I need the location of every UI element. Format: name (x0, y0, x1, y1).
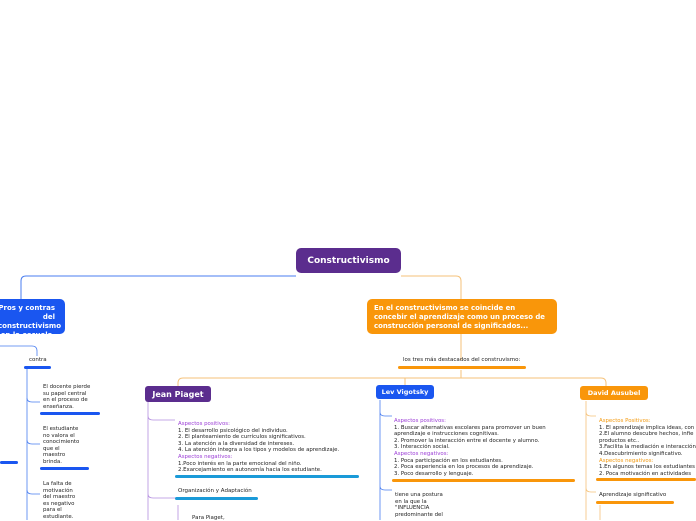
aprendizaje-line-2: concebir el aprendizaje como un proceso … (374, 312, 545, 321)
piaget-positive-item: 1. El desarrollo psicológico del individ… (178, 427, 288, 434)
vigotsky-negative-heading: Aspectos negativos: (394, 450, 449, 457)
vigotsky-negative-item: 3. Poco desarrollo y lenguaje. (394, 470, 474, 477)
vigotsky-negative-item: 1. Poca participación en los estudiantes… (394, 457, 503, 464)
contra-item-2-line: El estudiante (43, 426, 79, 432)
ausubel-positive-item: productos etc.. (599, 437, 640, 444)
contra-item-3-line: estudiante. (43, 513, 74, 520)
contra-item-2[interactable]: El estudiante no valora el conocimiento … (43, 426, 79, 466)
vigotsky-postura-line: en la que la (395, 498, 427, 505)
vigotsky-positive-item: 2. Promover la interacción entre el doce… (394, 437, 540, 444)
ausubel-positive-heading: Aspectos Positivos: (599, 418, 651, 424)
piaget-positive-item: 2. El planteamiento de currículos signif… (178, 434, 306, 441)
ausubel-negative-item: 2. Poca motivación en actividades (599, 470, 692, 477)
david-ausubel-label: David Ausubel (587, 389, 641, 397)
pros-contras-node[interactable]: Pros y contras del constructivismo en la… (0, 299, 65, 339)
piaget-negative-heading: Aspectos negativos: (178, 453, 233, 460)
vigotsky-positive-item: 1. Buscar alternativas escolares para pr… (394, 424, 546, 431)
ausubel-negative-heading: Aspectos negativos: (599, 457, 654, 464)
piaget-positive-item: 3. La atención a la diversidad de intere… (178, 440, 295, 447)
jean-piaget-label: Jean Piaget (152, 389, 204, 399)
connector-vigotsky-children (379, 400, 392, 520)
ausubel-positive-item: 3.Facilita la mediación e interacción (599, 444, 696, 451)
vigotsky-postura-line: predominante del (395, 511, 443, 518)
lev-vigotsky-label: Lev Vigotsky (381, 388, 429, 396)
connector-contra-item1 (26, 397, 40, 403)
connector-left-contra (0, 345, 38, 356)
destacados-label[interactable]: los tres más destacados del construvismo… (403, 357, 521, 363)
destacados-underline (398, 366, 526, 369)
ausubel-positive-item: 4.Descubrimiento significativo. (599, 450, 683, 457)
vigotsky-postura-line: "INFLUENCIA (395, 505, 430, 512)
ausubel-aprendizaje-underline (596, 501, 674, 504)
david-ausubel-node[interactable]: David Ausubel (580, 386, 648, 400)
jean-piaget-node[interactable]: Jean Piaget (145, 386, 211, 402)
contra-item-3-line: para el (43, 507, 62, 514)
aprendizaje-line-3: construcción personal de significados... (374, 321, 529, 330)
piaget-note[interactable]: Para Piaget, (192, 515, 225, 521)
contra-item-1[interactable]: El docente pierde su papel central en el… (43, 384, 90, 410)
pros-contras-line-3: en la escuela. (0, 331, 55, 340)
vigotsky-positive-item: 3. Interacción social. (394, 444, 450, 451)
pros-contras-line-2: constructivismo (0, 322, 62, 331)
contra-item-3[interactable]: La falta de motivación del maestro es ne… (43, 481, 75, 521)
contra-item-3-line: es negativo (43, 500, 75, 507)
contra-item-2-line: conocimiento (43, 439, 80, 446)
connector-contra-item3 (26, 489, 40, 495)
piaget-negative-item: 1.Poco interés en la parte emocional del… (178, 460, 302, 467)
piaget-organizacion-underline (175, 497, 258, 500)
contra-item-1-line: su papel central (43, 390, 87, 397)
ausubel-positive-item: 2.El alumno descubre hechos, infie (599, 431, 694, 438)
vigotsky-aspects-underline (392, 479, 575, 482)
piaget-aspects-underline (175, 475, 359, 478)
piaget-aspects[interactable]: Aspectos positivos: 1. El desarrollo psi… (178, 421, 339, 474)
central-topic-label: Constructivismo (307, 255, 390, 266)
piaget-organizacion-label[interactable]: Organización y Adaptación (178, 488, 252, 494)
ausubel-aprendizaje-label[interactable]: Aprendizaje significativo (599, 492, 667, 498)
vigotsky-postura-line: tiene una postura (395, 492, 443, 498)
connector-contra-item2 (26, 439, 40, 445)
aprendizaje-line-1: En el constructivismo se coincide en (374, 304, 516, 312)
contra-item-3-line: La falta de (43, 481, 72, 487)
connector-ausubel-children (585, 401, 596, 520)
piaget-negative-item: 2.Exarcejamiento en autonomía hacia los … (178, 467, 322, 474)
contra-item-1-line: El docente pierde (43, 384, 91, 390)
connector-sub-authors (177, 370, 607, 386)
contra-item-2-line: que el (43, 445, 60, 452)
vigotsky-aspects[interactable]: Aspectos positivos: 1. Buscar alternativ… (394, 418, 546, 477)
piaget-positive-item: 4. La atención integra a los tipos y mod… (178, 447, 340, 454)
ausubel-aspects-underline (596, 478, 696, 481)
connector-central-left (20, 275, 296, 299)
lev-vigotsky-node[interactable]: Lev Vigotsky (376, 385, 434, 399)
ausubel-aspects[interactable]: Aspectos Positivos: 1. El aprendizaje im… (599, 418, 696, 477)
vigotsky-negative-item: 2. Poca experiencia en los procesos de a… (394, 464, 534, 471)
connector-central-right (401, 275, 462, 299)
contra-item-1-underline (40, 412, 100, 415)
ausubel-negative-item: 1.En algunos temas los estudiantes (599, 464, 695, 471)
contra-item-2-line: maestro (43, 452, 66, 459)
contra-item-3-line: motivación (43, 487, 73, 494)
contra-item-1-line: en el proceso de (43, 397, 88, 404)
vigotsky-positive-heading: Aspectos positivos: (394, 418, 446, 424)
contra-underline (24, 366, 51, 369)
ausubel-positive-item: 1. El aprendizaje implica ideas, con (599, 424, 695, 431)
contra-item-1-line: enseñanza. (43, 403, 74, 410)
vigotsky-positive-item: aprendizaje e instrucciones cognitivas. (394, 431, 499, 438)
contra-item-2-line: brinda. (43, 458, 62, 465)
contra-item-2-line: no valora el (43, 432, 75, 439)
connector-piaget-children (147, 402, 175, 520)
contra-item-3-line: del maestro (43, 494, 76, 501)
aprendizaje-node[interactable]: En el constructivismo se coincide en con… (367, 299, 557, 334)
piaget-positive-heading: Aspectos positivos: (178, 421, 230, 427)
central-topic-node[interactable]: Constructivismo (296, 248, 401, 273)
pros-contras-line-1: Pros y contras del (0, 304, 55, 322)
vigotsky-postura[interactable]: tiene una postura en la que la "INFLUENC… (395, 492, 443, 518)
pros-underline (0, 461, 18, 464)
contra-item-2-underline (40, 467, 89, 470)
contra-label[interactable]: contra (29, 357, 47, 363)
